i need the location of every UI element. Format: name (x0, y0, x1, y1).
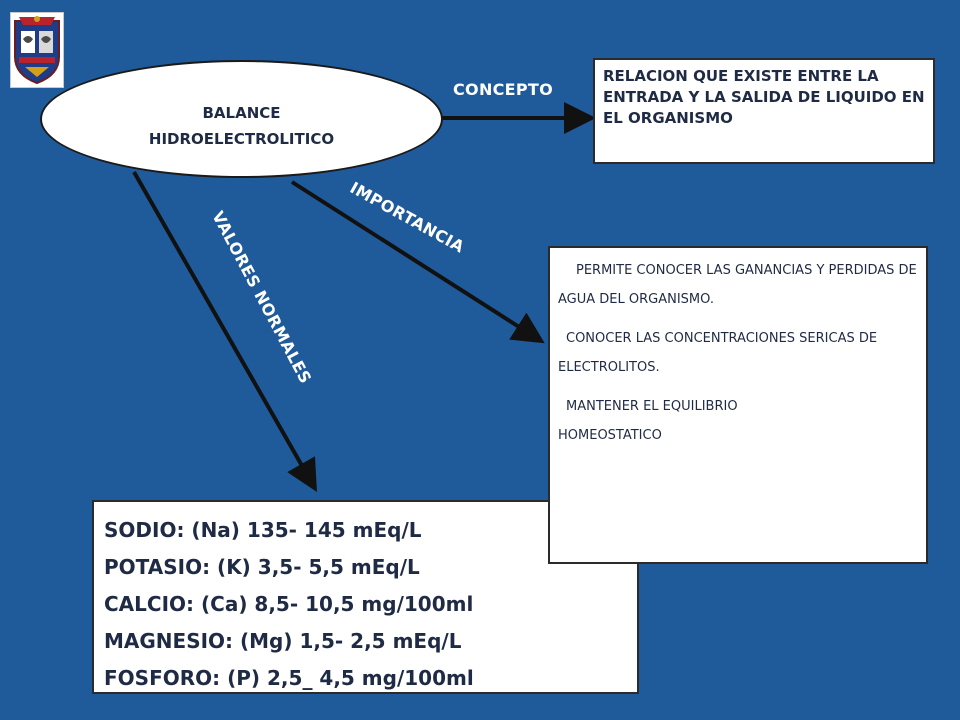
central-concept-node: BALANCE HIDROELECTROLITICO (40, 60, 443, 178)
valor-value: (Ca) 8,5- 10,5 mg/100ml (201, 592, 474, 616)
valor-row-fosforo: FOSFORO: (P) 2,5_ 4,5 mg/100ml (104, 666, 474, 690)
concepto-definition-text: RELACION QUE EXISTE ENTRE LA ENTRADA Y L… (603, 67, 925, 127)
valor-value: (Na) 135- 145 mEq/L (191, 518, 422, 542)
importancia-item: CONOCER LAS CONCENTRACIONES SERICAS DE E… (558, 331, 878, 375)
valor-name: SODIO (104, 518, 177, 542)
valores-normales-box: SODIO: (Na) 135- 145 mEq/L POTASIO: (K) … (92, 500, 639, 694)
edge-label-concepto: CONCEPTO (453, 80, 554, 99)
valor-value: (K) 3,5- 5,5 mEq/L (217, 555, 420, 579)
importancia-item: MANTENER EL EQUILIBRIO HOMEOSTATICO (558, 399, 738, 443)
concepto-definition-box: RELACION QUE EXISTE ENTRE LA ENTRADA Y L… (593, 58, 935, 164)
valor-row-magnesio: MAGNESIO: (Mg) 1,5- 2,5 mEq/L (104, 629, 462, 653)
valor-name: FOSFORO (104, 666, 213, 690)
valor-name: POTASIO (104, 555, 203, 579)
arrow-valores (132, 171, 317, 492)
valor-name: MAGNESIO (104, 629, 226, 653)
university-crest-logo (10, 12, 64, 88)
arrow-importancia (290, 180, 545, 344)
valor-name: CALCIO (104, 592, 187, 616)
importancia-item: PERMITE CONOCER LAS GANANCIAS Y PERDIDAS… (558, 263, 917, 307)
valor-value: (P) 2,5_ 4,5 mg/100ml (227, 666, 474, 690)
importancia-box: PERMITE CONOCER LAS GANANCIAS Y PERDIDAS… (548, 246, 928, 564)
valor-row-sodio: SODIO: (Na) 135- 145 mEq/L (104, 518, 422, 542)
valor-value: (Mg) 1,5- 2,5 mEq/L (240, 629, 462, 653)
valor-row-calcio: CALCIO: (Ca) 8,5- 10,5 mg/100ml (104, 592, 474, 616)
valor-row-potasio: POTASIO: (K) 3,5- 5,5 mEq/L (104, 555, 420, 579)
central-concept-label: BALANCE HIDROELECTROLITICO (148, 104, 335, 148)
